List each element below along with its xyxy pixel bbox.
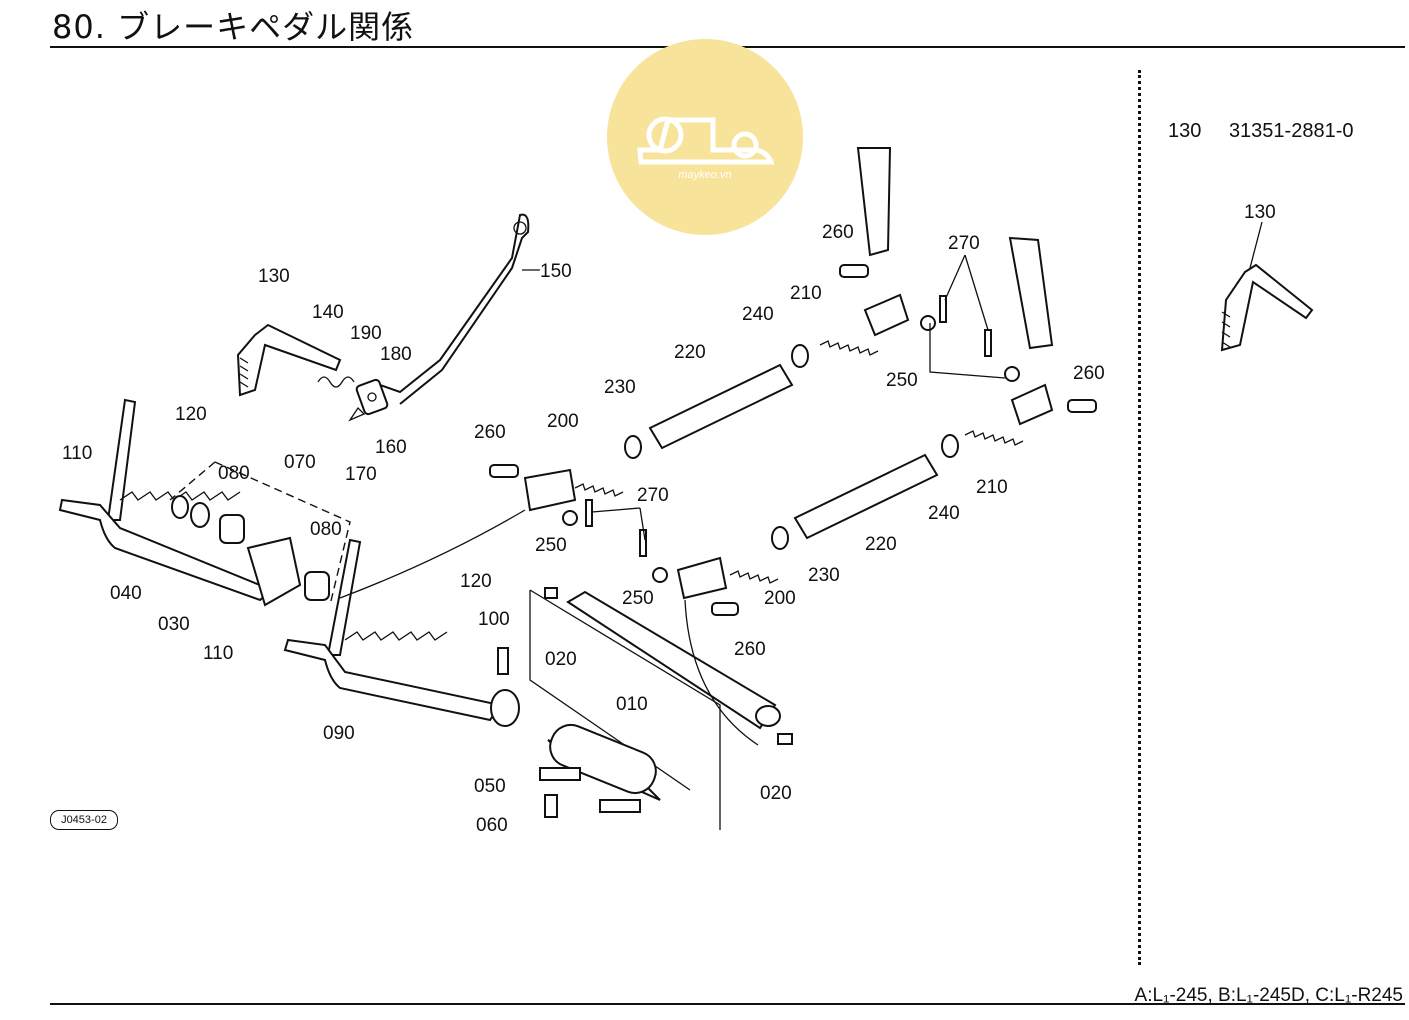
callout-240-a: 240 (742, 304, 774, 325)
callout-260-a: 260 (474, 422, 506, 443)
watermark-logo: maykeo.vn (607, 39, 803, 235)
callout-040: 040 (110, 583, 142, 604)
callout-230-b: 230 (808, 565, 840, 586)
callout-090: 090 (323, 723, 355, 744)
watermark-text: maykeo.vn (678, 169, 731, 181)
callout-110-upper: 110 (62, 443, 92, 464)
callout-020-left: 020 (545, 649, 577, 670)
callout-250-a: 250 (886, 370, 918, 391)
callout-180: 180 (380, 344, 412, 365)
callout-120-upper: 120 (175, 404, 207, 425)
callout-080-upper: 080 (218, 463, 250, 484)
side-part-label: 130 (1168, 120, 1202, 142)
callout-130: 130 (258, 266, 290, 287)
callout-160: 160 (375, 437, 407, 458)
callout-230-a: 230 (604, 377, 636, 398)
side-part-number: 31351-2881-0 (1228, 120, 1354, 142)
callout-060: 060 (476, 815, 508, 836)
side-part-entry: 130 31351-2881-0 (1168, 120, 1354, 143)
callout-140: 140 (312, 302, 344, 323)
callout-250-c: 250 (622, 588, 654, 609)
callout-220-a: 220 (674, 342, 706, 363)
callout-070: 070 (284, 452, 316, 473)
callout-260-c: 260 (1073, 363, 1105, 384)
side-callout-130: 130 (1244, 202, 1276, 223)
page-title: 80. ブレーキペダル関係 (52, 8, 415, 46)
callout-220-b: 220 (865, 534, 897, 555)
callout-270-a: 270 (948, 233, 980, 254)
callout-260-d: 260 (734, 639, 766, 660)
callout-020-right: 020 (760, 783, 792, 804)
callout-100: 100 (478, 609, 510, 630)
callout-050: 050 (474, 776, 506, 797)
callout-270-b: 270 (637, 485, 669, 506)
callout-150: 150 (540, 261, 572, 282)
callout-250-b: 250 (535, 535, 567, 556)
callout-210-b: 210 (976, 477, 1008, 498)
callout-210-a: 210 (790, 283, 822, 304)
diagram-code-tag: J0453-02 (50, 810, 118, 830)
callout-120-lower: 120 (460, 571, 492, 592)
callout-110-lower: 110 (203, 643, 233, 664)
callout-080-lower: 080 (310, 519, 342, 540)
callout-200-b: 200 (764, 588, 796, 609)
footer-rule (50, 1003, 1405, 1005)
callout-200-a: 200 (547, 411, 579, 432)
model-applicability: A:L₁-245, B:L₁-245D, C:L₁-R245 (1134, 985, 1403, 1006)
callout-260-b: 260 (822, 222, 854, 243)
callout-240-b: 240 (928, 503, 960, 524)
callout-190: 190 (350, 323, 382, 344)
callout-010: 010 (616, 694, 648, 715)
callout-030: 030 (158, 614, 190, 635)
section-divider (1138, 70, 1141, 965)
callout-170: 170 (345, 464, 377, 485)
